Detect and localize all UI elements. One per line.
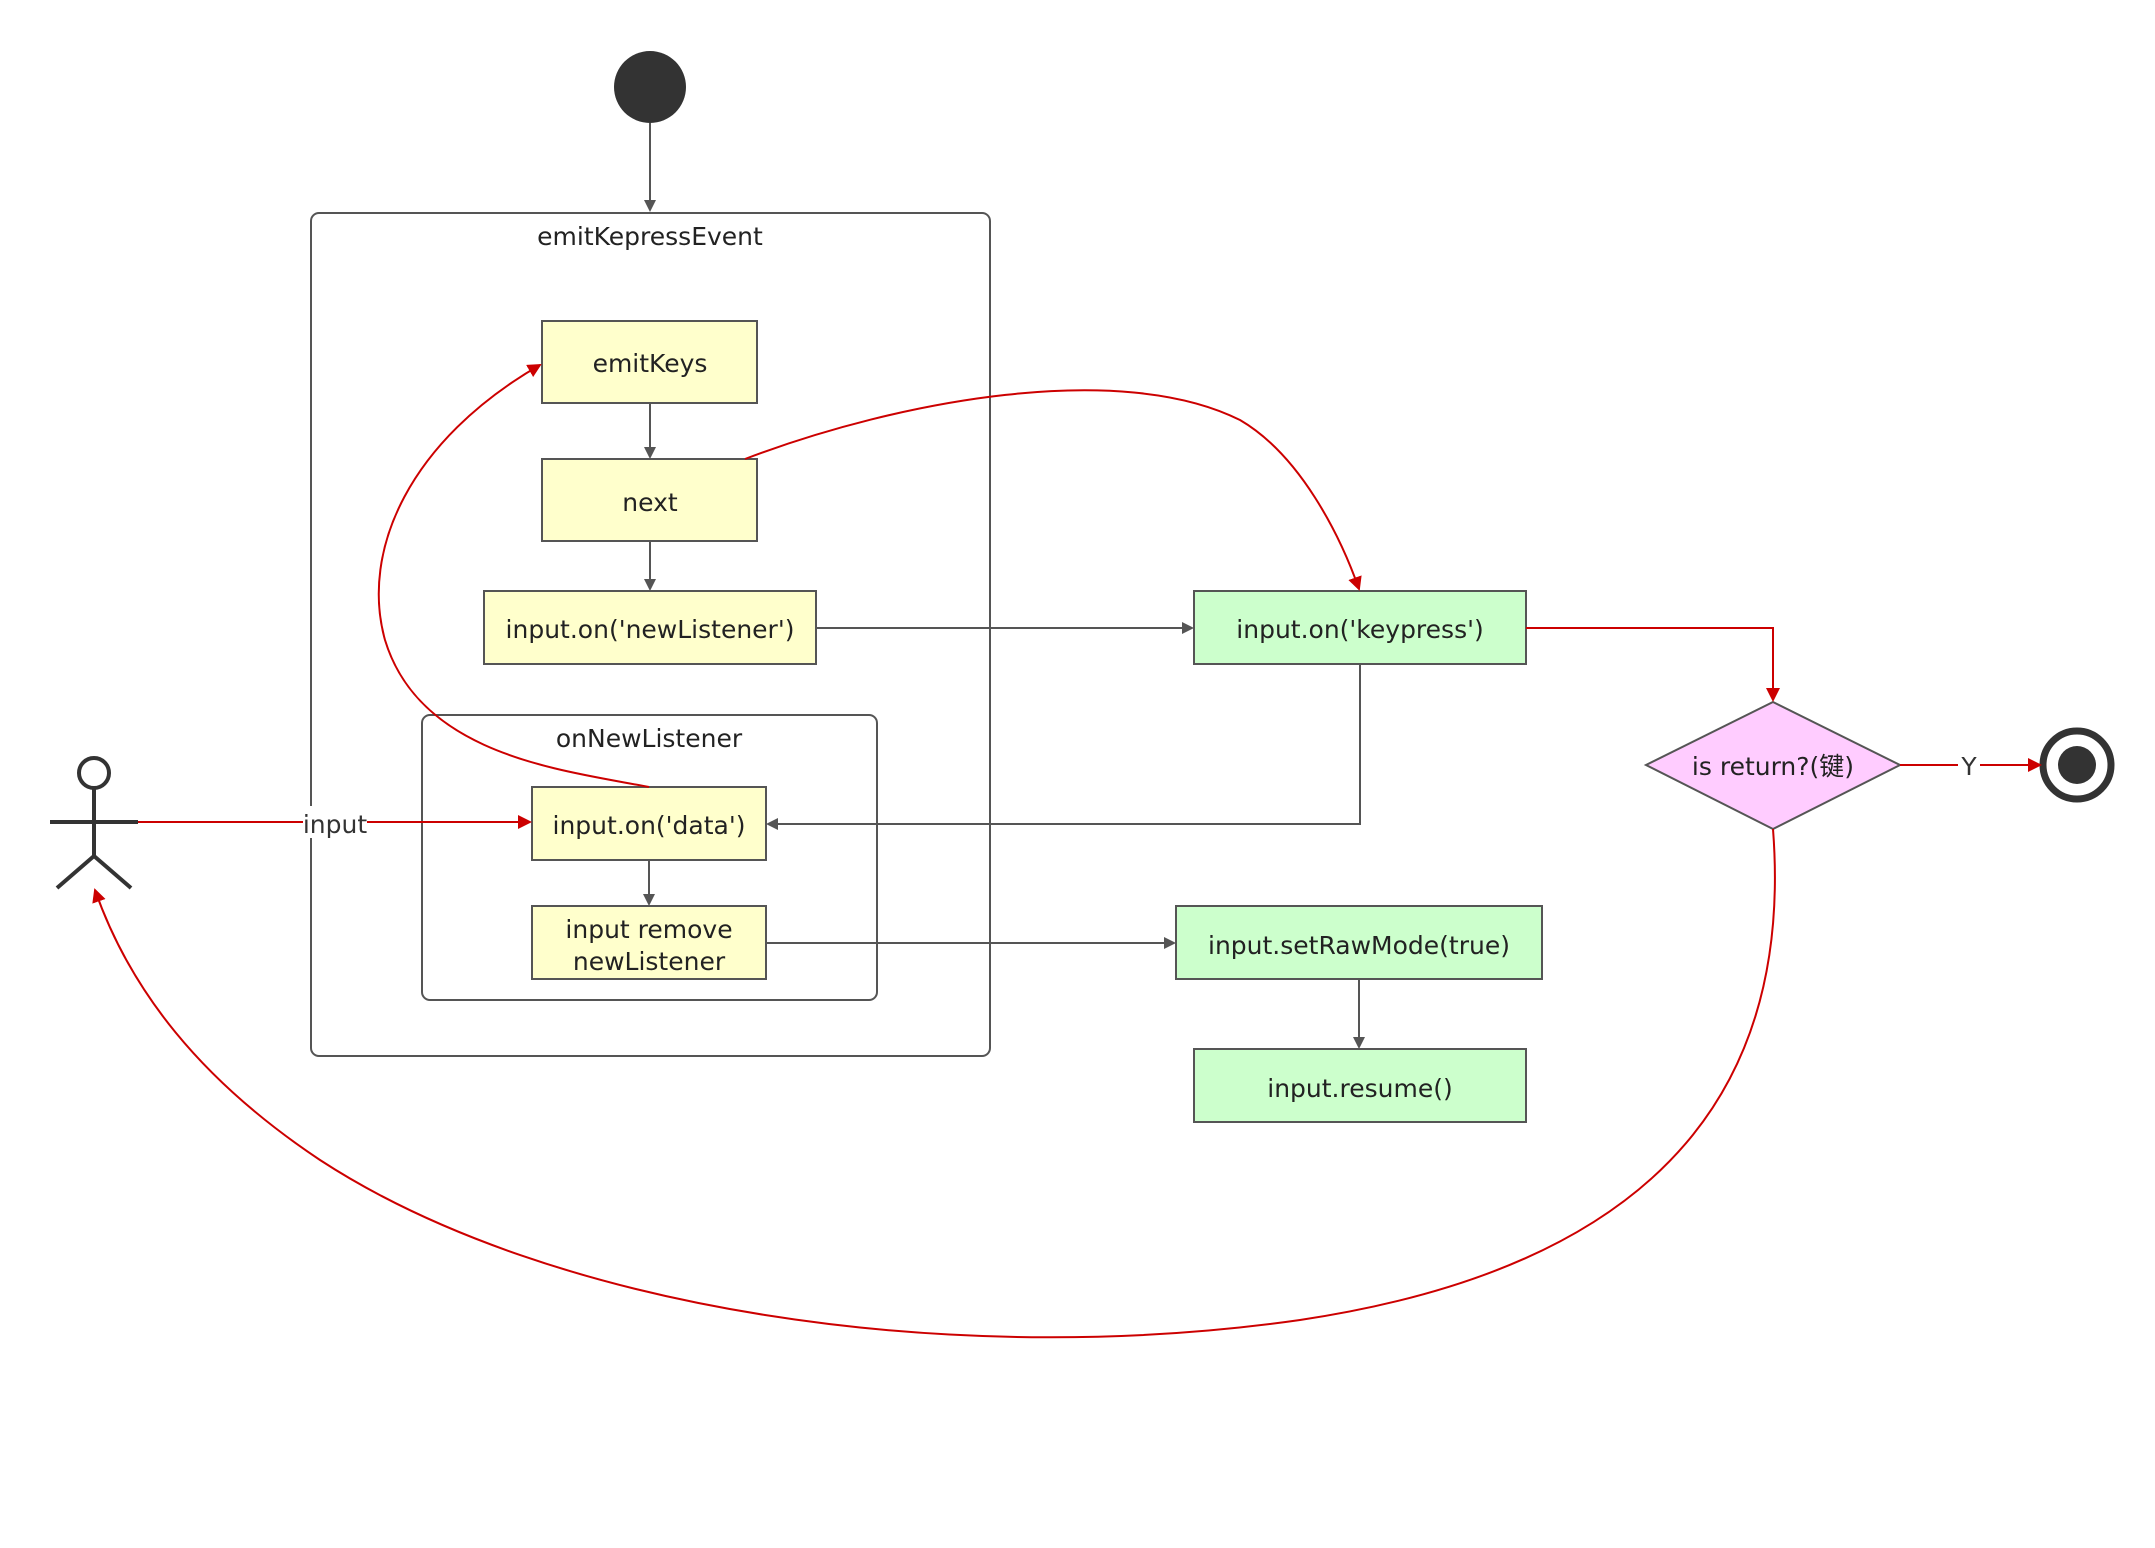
actor-user <box>50 756 138 890</box>
group-on-new-listener-label: onNewListener <box>556 724 743 753</box>
node-input-on-keypress-label: input.on('keypress') <box>1236 615 1483 644</box>
node-emit-keys-label: emitKeys <box>593 349 708 378</box>
start-node <box>614 51 686 123</box>
node-input-on-new-listener <box>483 590 817 665</box>
edge-input-label: input <box>303 810 368 839</box>
node-next-label: next <box>622 488 678 517</box>
edge-keypress-to-data <box>766 664 1361 830</box>
node-emit-keys <box>541 320 758 404</box>
node-input-on-data-label: input.on('data') <box>553 811 746 840</box>
group-emit-kepress-event-label: emitKepressEvent <box>537 222 763 251</box>
edge-yes-label: Y <box>1960 752 1977 781</box>
edge-decision-to-actor <box>92 828 1776 1339</box>
node-resume-label: input.resume() <box>1267 1074 1452 1103</box>
edge-input-label-bg <box>303 806 367 838</box>
node-resume <box>1193 1048 1527 1123</box>
node-set-raw-mode <box>1175 905 1543 980</box>
node-next <box>541 458 758 542</box>
edge-yes-label-bg <box>1958 750 1980 780</box>
node-input-remove-label-1: input remove <box>565 915 732 944</box>
node-input-on-new-listener-label: input.on('newListener') <box>506 615 795 644</box>
node-set-raw-mode-label: input.setRawMode(true) <box>1208 931 1510 960</box>
node-decision-label: is return?(键) <box>1692 752 1854 781</box>
end-node-inner <box>2058 746 2096 784</box>
edge-next-to-keypress <box>744 389 1362 591</box>
group-on-new-listener <box>421 714 878 1001</box>
node-input-remove-label-2: newListener <box>573 947 726 976</box>
group-emit-kepress-event <box>310 212 991 1057</box>
edge-data-to-emit-keys <box>377 363 650 788</box>
edge-keypress-to-decision <box>1526 627 1780 702</box>
